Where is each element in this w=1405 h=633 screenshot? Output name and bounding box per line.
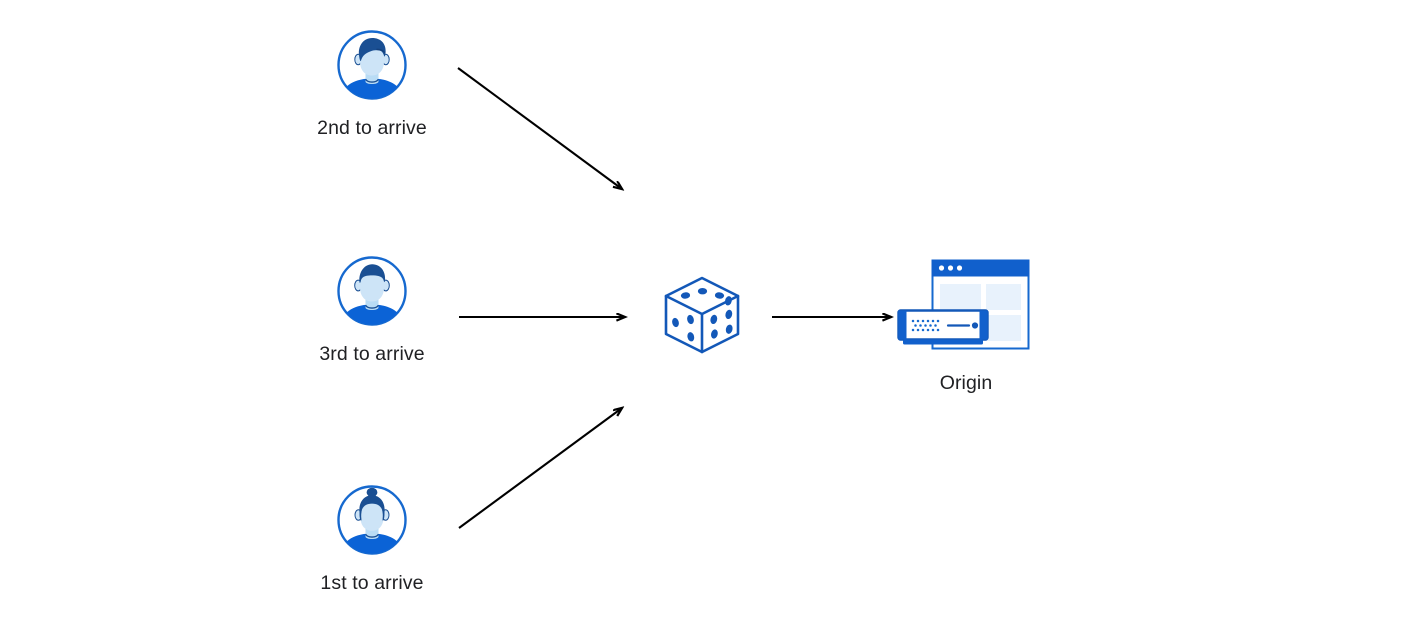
node-label-origin: Origin (939, 372, 993, 394)
user-avatar-icon (335, 28, 409, 102)
dice-icon (659, 272, 745, 358)
node-label-user-1st: 1st to arrive (320, 572, 424, 594)
node-user-1st: 1st to arrive (320, 483, 423, 594)
user-avatar-icon (335, 254, 409, 328)
edge-2nd-to-dice (457, 67, 622, 189)
node-dice (659, 272, 745, 358)
user-avatar-icon (335, 483, 409, 557)
node-user-2nd: 2nd to arrive (317, 28, 427, 139)
node-user-3rd: 3rd to arrive (319, 254, 425, 365)
origin-server-icon (896, 258, 1036, 358)
node-label-user-2nd: 2nd to arrive (317, 117, 427, 139)
node-origin: Origin (896, 258, 1036, 394)
edge-1st-to-dice (458, 408, 622, 529)
server-appliance-glyph (897, 309, 989, 345)
node-label-user-3rd: 3rd to arrive (319, 343, 425, 365)
